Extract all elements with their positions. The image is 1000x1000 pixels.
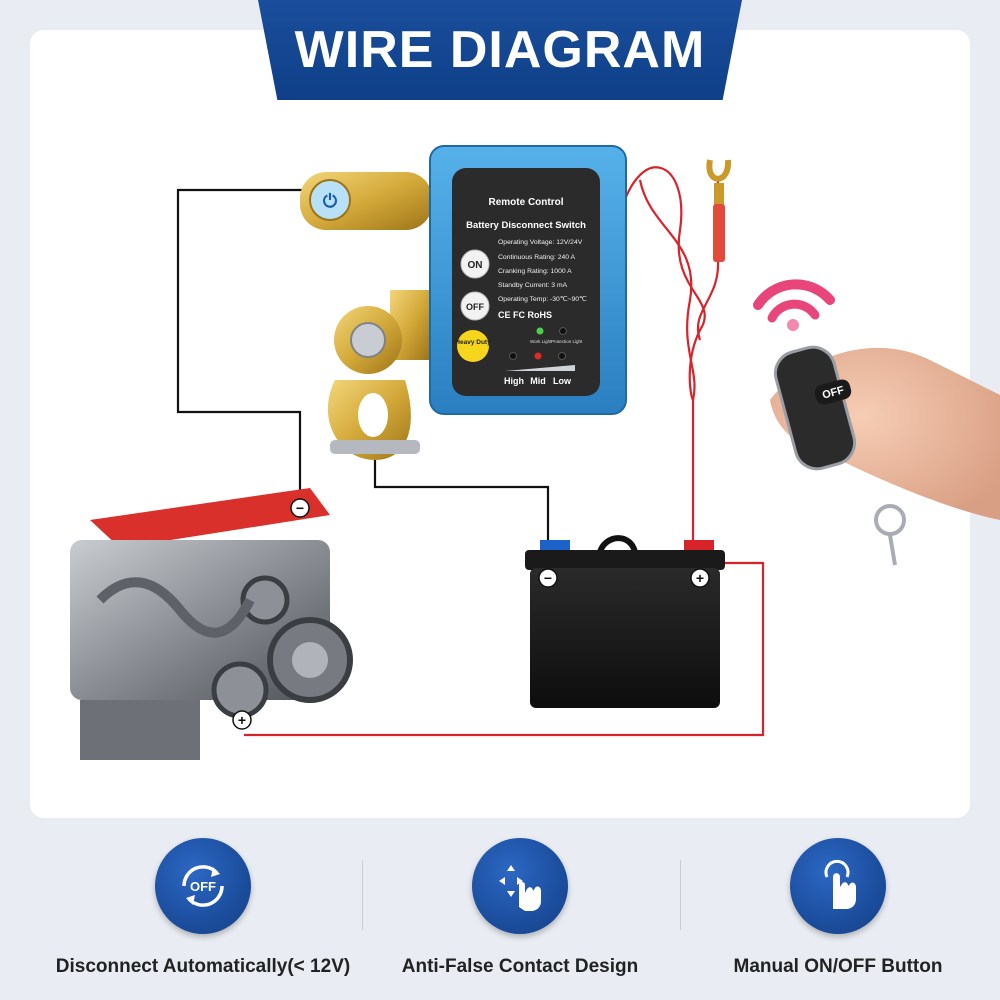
divider <box>362 860 363 930</box>
on-button[interactable]: ON <box>460 249 490 279</box>
engine-positive-terminal: + <box>232 710 252 730</box>
brass-terminals: ⏻ <box>300 172 432 460</box>
feature-auto-disconnect: OFF Disconnect Automatically(< 12V) <box>38 838 368 978</box>
spec-line: Operating Temp: -30℃~90℃ <box>498 296 587 303</box>
on-button-label: ON <box>468 260 483 271</box>
work-light-label: Work Light <box>530 339 552 344</box>
press-finger-icon <box>790 838 886 934</box>
level-bar <box>505 365 575 371</box>
device-subtitle: Battery Disconnect Switch <box>466 220 586 231</box>
work-light-indicator <box>536 327 544 335</box>
svg-text:⏻: ⏻ <box>323 191 338 211</box>
svg-text:+: + <box>696 570 704 586</box>
off-cycle-icon: OFF <box>155 838 251 934</box>
svg-text:+: + <box>238 712 246 728</box>
level-indicator-low <box>558 352 566 360</box>
off-button-label: OFF <box>466 302 484 312</box>
level-indicator-high <box>509 352 517 360</box>
off-button[interactable]: OFF <box>460 291 490 321</box>
svg-text:−: − <box>544 570 552 586</box>
feature-label: Anti-False Contact Design <box>401 956 639 977</box>
feature-label: Manual ON/OFF Button <box>733 956 943 977</box>
battery-negative-terminal: − <box>538 568 558 588</box>
level-indicator-mid <box>534 352 542 360</box>
device-title: Remote Control <box>489 197 564 208</box>
engine-negative-terminal: − <box>290 498 310 518</box>
red-wire <box>244 166 765 737</box>
spec-line: Cranking Rating: 1000 A <box>498 268 572 275</box>
battery-image <box>525 535 725 708</box>
divider <box>680 860 681 930</box>
svg-text:OFF: OFF <box>190 879 216 894</box>
wireless-signal-icon <box>753 279 835 331</box>
engine-image <box>70 488 353 760</box>
spec-line: Operating Voltage: 12V/24V <box>498 239 583 246</box>
page-title: WIRE DIAGRAM <box>294 21 706 79</box>
remote-off-button[interactable]: OFF <box>813 378 853 407</box>
battery-positive-terminal: + <box>690 568 710 588</box>
ring-terminal <box>706 159 732 262</box>
feature-label: Disconnect Automatically(< 12V) <box>55 956 351 977</box>
hand-remote-image <box>770 345 1000 566</box>
protection-light-indicator <box>559 327 567 335</box>
spec-list: Operating Voltage: 12V/24V Continuous Ra… <box>498 239 587 303</box>
heavy-duty-badge <box>457 330 489 362</box>
svg-text:−: − <box>296 500 304 516</box>
title-banner: WIRE DIAGRAM <box>258 0 742 100</box>
spec-line: Continuous Rating: 240 A <box>498 254 576 261</box>
protection-light-label: Protection Light <box>551 339 583 344</box>
feature-anti-false-contact: Anti-False Contact Design <box>355 838 685 978</box>
wire-diagram: ⏻ Remote Control Battery Disconnect Swit… <box>70 145 1000 760</box>
control-module <box>429 145 627 415</box>
spec-line: Standby Current: 3 mA <box>498 282 568 289</box>
touch-arrows-icon <box>472 838 568 934</box>
level-label-mid: Mid <box>530 376 546 386</box>
features-bar: OFF Disconnect Automatically(< 12V) Anti… <box>0 830 1000 1000</box>
feature-manual-button: Manual ON/OFF Button <box>673 838 1000 978</box>
certification-marks: CE FC RoHS <box>498 310 552 320</box>
level-label-high: High <box>504 376 524 386</box>
level-label-low: Low <box>553 376 572 386</box>
black-wire <box>176 188 550 548</box>
heavy-duty-label: Heavy Duty <box>455 339 491 346</box>
remote-off-label: OFF <box>821 384 846 401</box>
